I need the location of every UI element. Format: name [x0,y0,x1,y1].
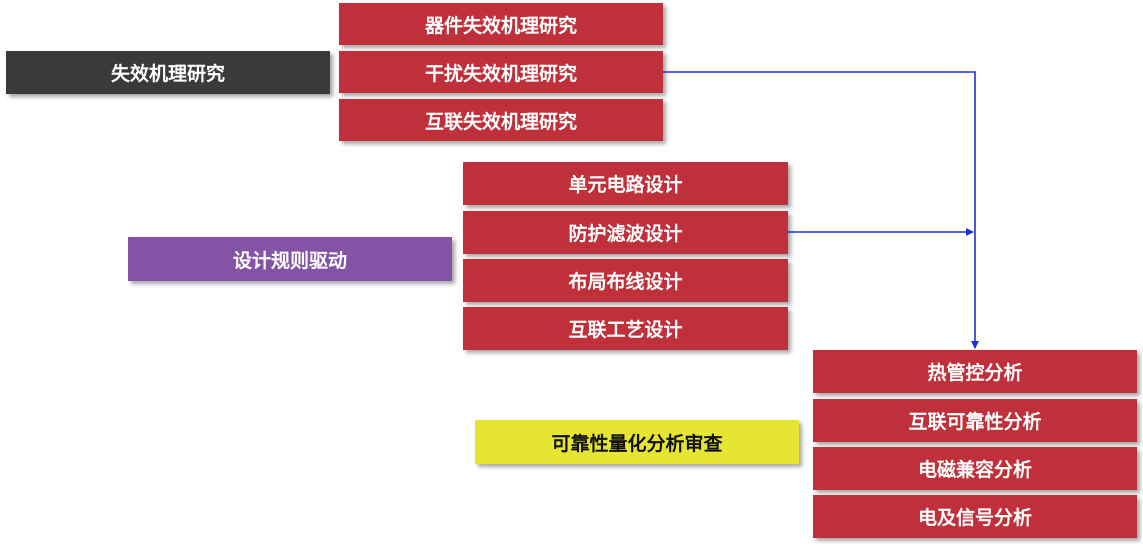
analysis-item-interconnect-reliability: 互联可靠性分析 [813,399,1137,442]
category-reliability-review: 可靠性量化分析审查 [475,420,799,464]
design-item-layout-routing: 布局布线设计 [463,259,788,302]
category-design-rules: 设计规则驱动 [128,237,452,281]
failure-item-device: 器件失效机理研究 [339,3,663,45]
analysis-item-signal: 电及信号分析 [813,495,1137,538]
design-item-interconnect-process: 互联工艺设计 [463,307,788,350]
failure-item-interference: 干扰失效机理研究 [339,51,663,93]
analysis-item-thermal: 热管控分析 [813,350,1137,393]
design-item-protection-filter: 防护滤波设计 [463,211,788,254]
connector-failure-to-analysis [663,71,979,349]
category-failure-mechanism: 失效机理研究 [6,51,330,94]
failure-item-interconnect: 互联失效机理研究 [339,99,663,141]
analysis-item-emc: 电磁兼容分析 [813,447,1137,490]
design-item-unit-circuit: 单元电路设计 [463,162,788,205]
